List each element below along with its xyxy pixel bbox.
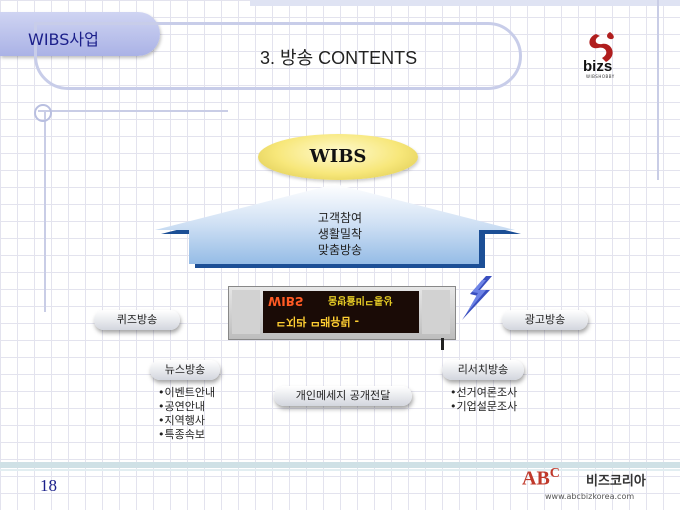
right-decoration-line — [657, 0, 659, 180]
research-broadcast-node: 리서치방송 — [442, 360, 524, 380]
led-text-line2: ᄃ지라 ᄆ래유림 - — [276, 315, 360, 328]
footer-bar-thin — [0, 469, 680, 471]
top-decoration-bar — [250, 0, 680, 6]
title-frame — [34, 22, 522, 90]
arrow-line: 생활밀착 — [317, 227, 363, 241]
bizs-logo-icon — [589, 32, 614, 62]
list-item: •특종속보 — [158, 428, 205, 441]
display-right-speaker — [422, 290, 450, 334]
list-item: •공연안내 — [158, 400, 205, 413]
list-item: •선거여론조사 — [450, 386, 518, 399]
page-title: 3. 방송 CONTENTS — [260, 48, 418, 68]
arrow-line: 맞춤방송 — [317, 243, 363, 257]
led-text-line1b: 움방율비ᄃ통상 — [328, 294, 393, 305]
wibs-label: WIBS — [309, 146, 367, 167]
ad-broadcast-node: 광고방송 — [502, 310, 588, 330]
personal-message-node: 개인메세지 공개전달 — [274, 386, 412, 406]
list-item: •기업설문조사 — [450, 400, 518, 413]
lightning-icon — [462, 276, 492, 320]
led-panel — [263, 291, 419, 333]
brand-title: WIBS사업 — [28, 30, 99, 49]
header-tab — [0, 12, 160, 56]
page-number: 18 — [40, 476, 57, 495]
logo-subtext: WIBSHOBBY — [586, 74, 615, 79]
up-arrow-shape — [155, 184, 521, 268]
arrow-text-block: 고객참여 생활밀착 맞춤방송 — [290, 210, 390, 258]
footer-logo-ab: AB — [522, 467, 550, 490]
led-text-line1: WIBS — [268, 294, 304, 308]
left-decoration-line — [38, 110, 228, 112]
wibs-ellipse — [258, 134, 418, 180]
footer-logo-letters: ABC — [522, 466, 560, 491]
decoration-circle — [34, 104, 52, 122]
arrow-line: 고객참여 — [317, 211, 363, 225]
footer-brand: 비즈코리아 — [586, 474, 646, 489]
display-stand — [441, 338, 444, 350]
display-left-speaker — [232, 290, 260, 334]
list-item: •이벤트안내 — [158, 386, 216, 399]
research-items-list: •선거여론조사 •기업설문조사 — [450, 386, 517, 414]
list-item: •지역행사 — [158, 414, 205, 427]
footer-bar — [0, 462, 680, 468]
news-items-list: •이벤트안내 •공연안내 •지역행사 •특종속보 — [158, 386, 215, 442]
left-vertical-line — [44, 112, 46, 312]
footer-logo-c: C — [549, 466, 560, 481]
logo-text: bizs — [583, 58, 613, 75]
news-broadcast-node: 뉴스방송 — [150, 360, 220, 380]
quiz-broadcast-node: 퀴즈방송 — [94, 310, 180, 330]
footer-url: www.abcbizkorea.com — [545, 492, 635, 501]
